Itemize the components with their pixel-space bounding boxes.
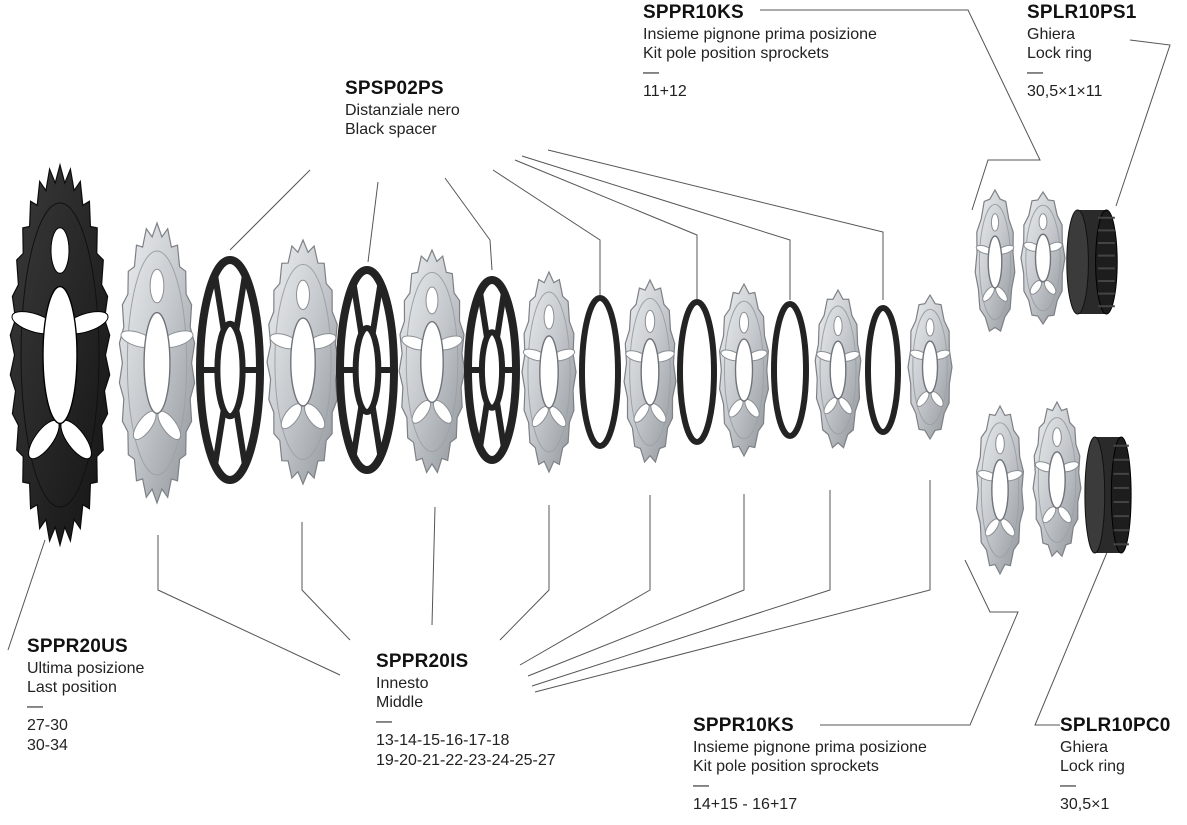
leader-line [527,494,745,677]
leader-line [531,490,831,687]
leader-line [229,169,311,251]
leader-line [157,535,341,676]
parts-layer [9,162,1132,576]
leader-line [1115,39,1171,207]
part-name-it: Ghiera [1027,25,1076,43]
part-sizes-2: 19-20-21-22-23-24-25-27 [376,751,556,769]
label-splr10pc0: SPLR10PC0 Ghiera Lock ring — 30,5×1 [1060,715,1171,815]
separator: — [1060,777,1076,795]
label-sppr10ks-bottom: SPPR10KS Insieme pignone prima posizione… [693,715,927,815]
part-sizes-1: 13-14-15-16-17-18 [376,732,510,750]
part-code: SPLR10PC0 [1060,715,1171,736]
separator: — [27,698,43,716]
spacer-black-spoked-1 [196,256,264,484]
part-code: SPSP02PS [345,78,444,99]
part-code: SPLR10PS1 [1027,2,1137,23]
part-name-en: Last position [27,678,117,696]
part-sizes: 30,5×1 [1060,796,1110,814]
part-code: SPPR20IS [376,651,469,672]
part-name-it: Distanziale nero [345,101,460,119]
label-sppr20is: SPPR20IS Innesto Middle — 13-14-15-16-17… [376,651,556,770]
spacer-black-spoked-2 [336,266,398,474]
part-name-en: Middle [376,693,424,711]
leader-line [1034,549,1109,726]
leader-lines [7,9,1171,726]
separator: — [1027,64,1043,82]
kit-top-sprocket-12 [1020,190,1066,326]
sprocket-middle-2 [266,238,340,486]
sprocket-pole-4 [814,288,862,449]
leader-line [301,522,351,641]
sprocket-last-position [9,162,111,548]
part-name-en: Lock ring [1060,757,1125,775]
spacer-ring-1 [579,295,621,449]
leader-line [519,495,651,666]
part-name-en: Black spacer [345,120,437,138]
part-sizes-1: 27-30 [27,717,68,735]
part-sizes-2: 30-34 [27,736,68,754]
part-sizes: 30,5×1×11 [1027,83,1103,101]
spacer-ring-4 [865,305,901,435]
sprocket-middle-1 [118,221,196,505]
part-name-it: Innesto [376,674,429,692]
part-name-it: Insieme pignone prima posizione [693,738,927,756]
part-sizes: 14+15 - 16+17 [693,796,798,814]
lockring-splr10ps1 [1066,209,1118,315]
part-sizes: 11+12 [643,83,687,101]
kit-bottom-sprocket-b [1032,400,1082,558]
separator: — [693,777,709,795]
kit-bottom-sprocket-a [975,404,1025,576]
leader-line [7,539,46,651]
sprocket-pole-2 [623,278,677,464]
kit-top-sprocket-11 [974,188,1016,333]
leader-line [492,169,601,296]
part-name-it: Ultima posizione [27,659,145,677]
leader-line [367,181,379,263]
sprocket-middle-3 [398,248,466,474]
part-name-it: Insieme pignone prima posizione [643,25,877,43]
part-name-en: Kit pole position sprockets [643,44,829,62]
part-code: SPPR10KS [643,2,744,23]
label-splr10ps1: SPLR10PS1 Ghiera Lock ring — 30,5×1×11 [1027,2,1137,102]
label-sppr20us: SPPR20US Ultima posizione Last position … [27,636,144,755]
label-sppr10ks-top: SPPR10KS Insieme pignone prima posizione… [643,2,877,102]
part-name-en: Lock ring [1027,44,1092,62]
leader-line [431,506,436,626]
sprocket-pole-1 [521,270,577,474]
part-code: SPPR10KS [693,715,794,736]
leader-line [521,155,791,300]
leader-line [547,149,884,300]
leader-line [820,559,1019,726]
separator: — [643,64,659,82]
spacer-ring-2 [677,299,717,445]
part-name-en: Kit pole position sprockets [693,757,879,775]
sprocket-pole-5 [907,293,953,441]
leader-line [534,480,931,693]
leader-line [760,9,1041,211]
spacer-ring-3 [771,301,809,439]
lockring-splr10pc0 [1084,436,1132,554]
part-code: SPPR20US [27,636,128,657]
part-name-it: Ghiera [1060,738,1109,756]
separator: — [376,713,392,731]
spacer-black-spoked-3 [464,276,520,464]
leader-line [514,159,698,300]
sprocket-pole-3 [718,282,770,458]
label-spsp02ps: SPSP02PS Distanziale nero Black spacer [345,78,460,139]
leader-line [444,177,493,271]
leader-line [499,505,550,641]
